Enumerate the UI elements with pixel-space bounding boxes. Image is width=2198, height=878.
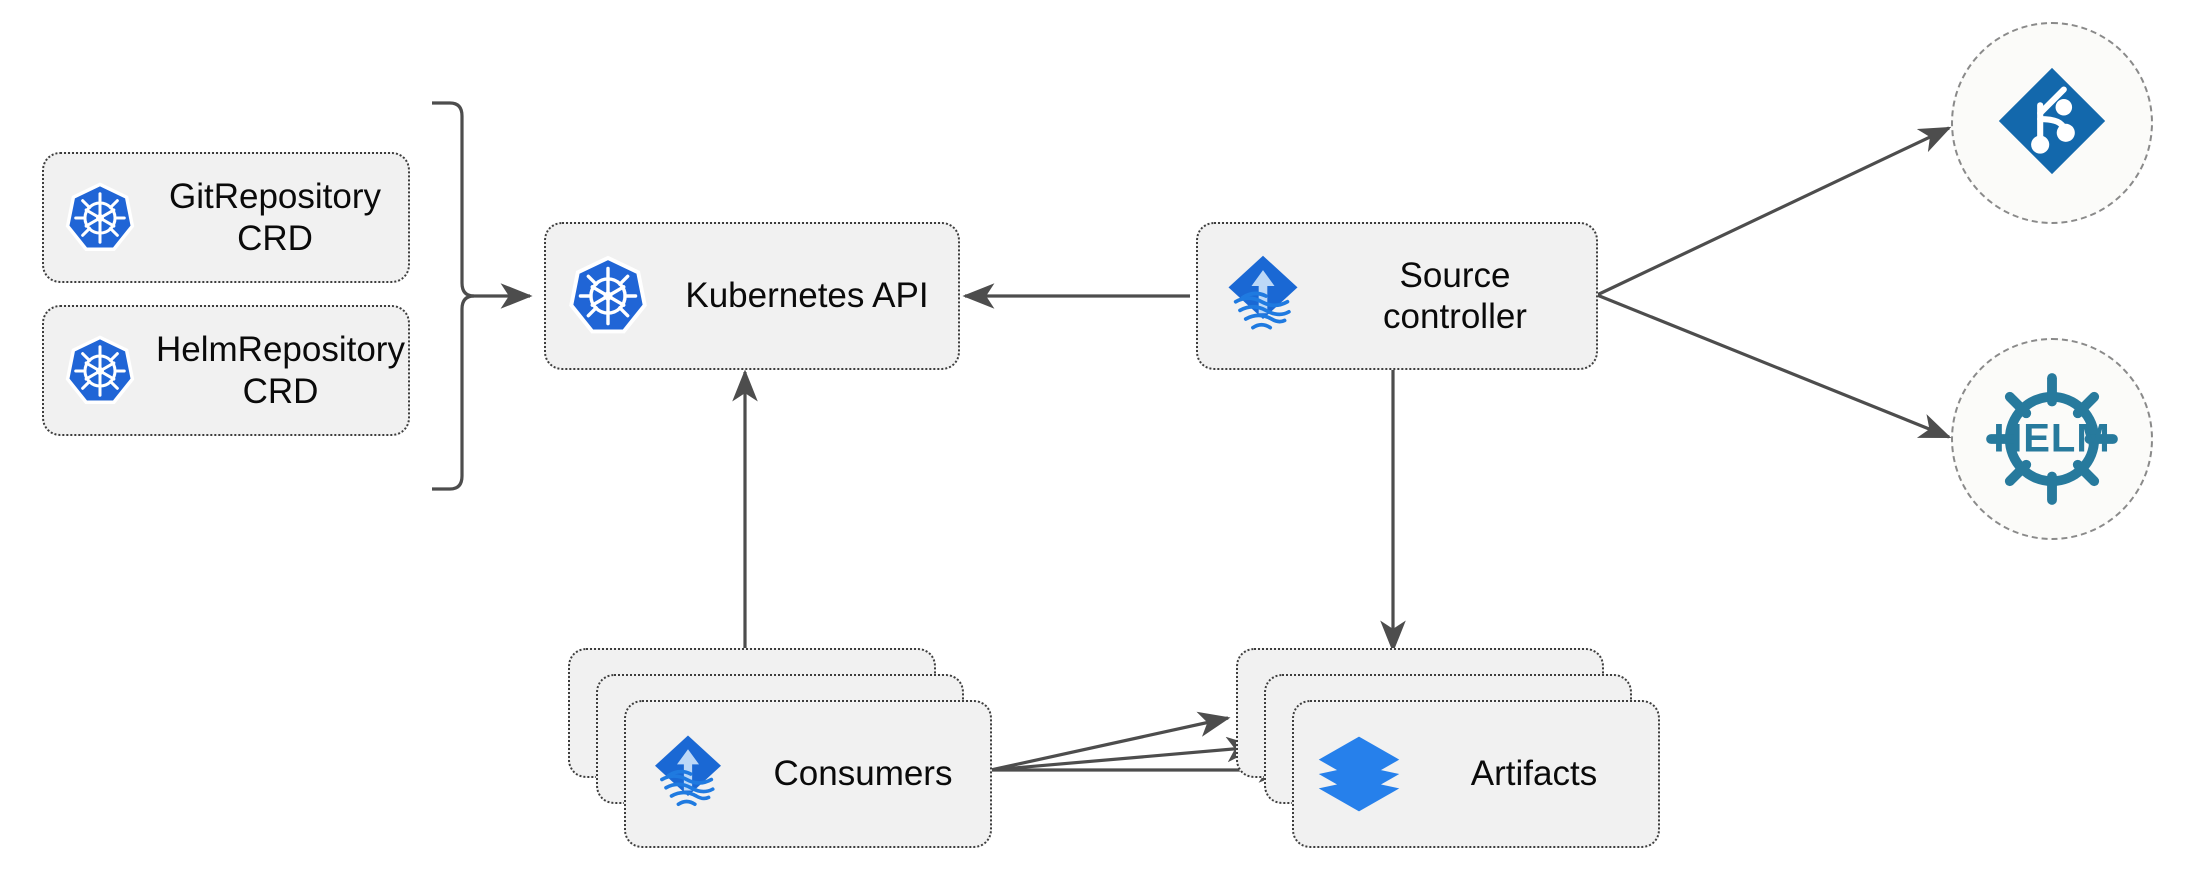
edge-source-to-helm: [1596, 293, 1952, 439]
node-consumers[interactable]: Consumers: [568, 648, 992, 850]
layers-icon: [1294, 728, 1424, 820]
node-artifacts[interactable]: Artifacts: [1236, 648, 1660, 850]
kubernetes-icon: [44, 334, 156, 408]
git-icon: [1989, 58, 2115, 189]
node-label: Kubernetes API: [685, 276, 929, 316]
helm-wheel-icon: [1953, 340, 2151, 538]
crd-bracket: [432, 101, 533, 491]
edge-consumers-to-artifacts-1: [990, 711, 1231, 772]
node-label: GitRepository CRD: [168, 177, 382, 258]
node-kubernetes-api[interactable]: Kubernetes API: [544, 222, 960, 370]
node-label: Source controller: [1383, 255, 1527, 336]
node-git-repository-crd[interactable]: GitRepository CRD: [42, 152, 410, 283]
node-helm-provider[interactable]: HELM: [1951, 338, 2153, 540]
node-source-controller[interactable]: Source controller: [1196, 222, 1598, 370]
node-label: Artifacts: [1470, 754, 1598, 794]
stack-card-front[interactable]: Consumers: [624, 700, 992, 848]
edge-consumers-to-artifacts-2: [990, 736, 1259, 772]
node-label: HelmRepository CRD: [156, 330, 405, 411]
edge-source-to-git: [1596, 126, 1952, 297]
kubernetes-icon: [546, 254, 670, 338]
node-git-provider[interactable]: [1951, 22, 2153, 224]
node-label: Consumers: [773, 754, 953, 794]
node-helm-repository-crd[interactable]: HelmRepository CRD: [42, 305, 410, 436]
flux-icon: [1198, 250, 1328, 342]
helm-wordmark: HELM: [1993, 416, 2111, 461]
stack-card-front[interactable]: Artifacts: [1292, 700, 1660, 848]
flux-icon: [626, 730, 750, 818]
kubernetes-icon: [44, 181, 156, 255]
